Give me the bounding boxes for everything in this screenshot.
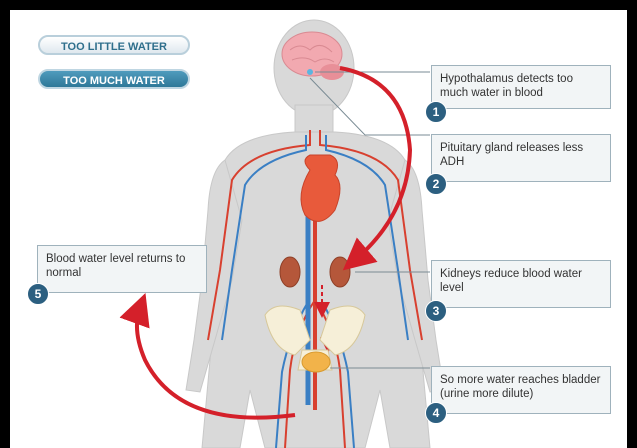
step-2-callout: Pituitary gland releases less ADH xyxy=(431,134,611,182)
step-5-callout: Blood water level returns to normal xyxy=(37,245,207,293)
step-3-text: Kidneys reduce blood water level xyxy=(440,268,582,294)
step-5-badge: 5 xyxy=(27,283,49,305)
step-1-badge: 1 xyxy=(425,101,447,123)
step-2-badge: 2 xyxy=(425,173,447,195)
step-4-text: So more water reaches bladder (urine mor… xyxy=(440,374,600,400)
step-4-callout: So more water reaches bladder (urine mor… xyxy=(431,366,611,414)
step-2-text: Pituitary gland releases less ADH xyxy=(440,142,583,168)
step-4-badge: 4 xyxy=(425,402,447,424)
step-3-callout: Kidneys reduce blood water level xyxy=(431,260,611,308)
too-much-water-button[interactable]: TOO MUCH WATER xyxy=(38,69,190,89)
too-little-water-button[interactable]: TOO LITTLE WATER xyxy=(38,35,190,55)
step-1-text: Hypothalamus detects too much water in b… xyxy=(440,73,573,99)
step-3-badge: 3 xyxy=(425,300,447,322)
bladder xyxy=(302,352,330,372)
step-1-callout: Hypothalamus detects too much water in b… xyxy=(431,65,611,109)
step-5-text: Blood water level returns to normal xyxy=(46,253,185,279)
diagram-frame: TOO LITTLE WATER TOO MUCH WATER Hypothal… xyxy=(10,10,627,448)
heart xyxy=(301,155,340,221)
